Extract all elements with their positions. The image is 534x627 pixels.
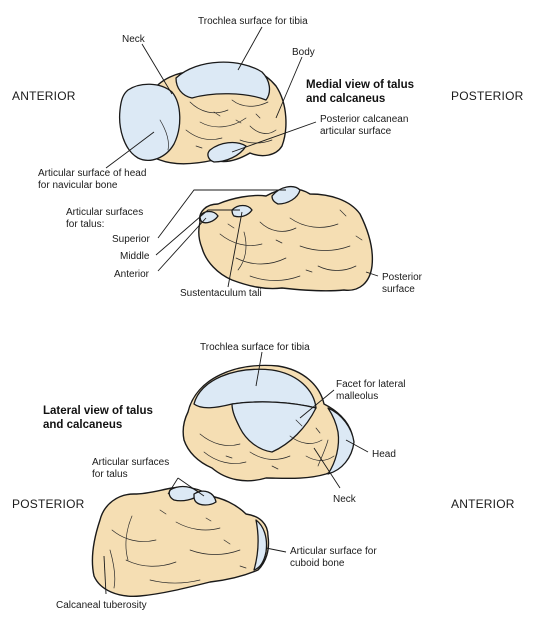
calcaneus-superior-facet [271,185,301,205]
tuberosity-label: Calcaneal tuberosity [56,600,147,611]
lateral-posterior-label: POSTERIOR [12,497,85,511]
leader-middle [155,209,240,256]
lateral-talus [182,364,355,482]
cuboid-label-2: cuboid bone [290,558,345,569]
sustentaculum-label: Sustentaculum tali [180,288,262,299]
leader-medial-neck [141,43,173,95]
calcaneus-middle-facet [231,204,253,218]
malleolus-label-1: Facet for lateral [336,379,405,390]
lateral-neck-label: Neck [333,494,357,505]
medial-calcaneus [197,185,374,292]
posterior-calcanean-surface [207,141,247,163]
lateral-malleolus-facet [231,401,317,453]
lateral-head-label: Head [372,449,396,460]
leader-lateral-trochlea [255,351,263,387]
medial-title-line2: and calcaneus [306,93,385,105]
articular-surfaces-label-2: for talus: [66,219,104,230]
leader-tuberosity [103,555,107,595]
posterior-surface-label-1: Posterior [382,272,423,283]
leader-anterior [157,217,207,272]
leader-posterior-surface [365,271,379,277]
medial-title-line1: Medial view of talus [306,79,414,91]
head-surface-label-2: for navicular bone [38,180,118,191]
medial-trochlea-surface [175,61,271,101]
leader-superior [157,189,286,239]
medial-anterior-label: ANTERIOR [12,89,76,103]
superior-facet-label: Superior [112,234,150,245]
leader-medial-body [275,56,303,119]
cuboid-articular-surface [253,519,268,571]
posterior-calcanean-label-1: Posterior calcanean [320,114,408,125]
lateral-calcaneus [91,485,270,597]
leader-posterior-calcanean [231,121,317,153]
leader-articular-talus-2 [177,477,205,497]
posterior-calcanean-label-2: articular surface [320,126,392,137]
lateral-trochlea-label: Trochlea surface for tibia [200,342,310,353]
medial-view: ANTERIOR POSTERIOR Medial view of talus … [12,16,524,299]
leader-head-surface [105,131,155,169]
leader-sustentaculum [227,211,243,288]
head-surface-label-1: Articular surface of head [38,168,146,179]
lateral-calcaneus-facet-2 [193,490,217,506]
malleolus-label-2: malleolus [336,391,378,402]
medial-talus [118,61,287,165]
articular-talus-label-2: for talus [92,469,128,480]
anterior-facet-label: Anterior [114,269,150,280]
lateral-title-line1: Lateral view of talus [43,405,153,417]
lateral-view: POSTERIOR ANTERIOR Lateral view of talus… [12,342,515,611]
medial-trochlea-label: Trochlea surface for tibia [198,16,308,27]
leader-lateral-malleolus [299,389,335,419]
navicular-articular-surface [118,83,181,161]
posterior-surface-label-2: surface [382,284,415,295]
medial-body-label: Body [292,47,315,58]
lateral-calcaneus-facet-1 [168,485,201,502]
talus-head-surface [327,407,355,475]
medial-posterior-label: POSTERIOR [451,89,524,103]
leader-medial-trochlea [237,26,263,71]
leader-articular-talus [167,477,179,495]
articular-surfaces-label-1: Articular surfaces [66,207,143,218]
articular-talus-label-1: Articular surfaces [92,457,169,468]
leader-cuboid [265,547,287,553]
medial-neck-label: Neck [122,34,146,45]
cuboid-label-1: Articular surface for [290,546,377,557]
leader-lateral-neck [313,447,341,489]
leader-lateral-head [345,439,369,453]
lateral-title-line2: and calcaneus [43,419,122,431]
lateral-anterior-label: ANTERIOR [451,497,515,511]
middle-facet-label: Middle [120,251,150,262]
